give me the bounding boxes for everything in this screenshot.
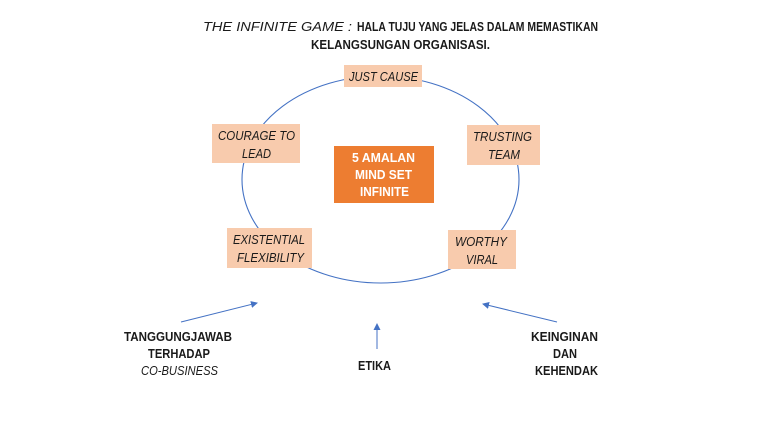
practice-label: COURAGE TO: [218, 129, 295, 143]
center-label: 5 AMALAN: [352, 151, 415, 165]
practice-trusting-team: TRUSTING TEAM: [467, 125, 540, 165]
practice-label: WORTHY: [455, 235, 509, 249]
practice-label: LEAD: [242, 147, 271, 161]
practice-label: TRUSTING: [473, 130, 532, 144]
foundation-right: KEINGINAN DAN KEHENDAK: [531, 330, 598, 378]
practice-just-cause: JUST CAUSE: [344, 65, 422, 87]
title-lead-italic: THE INFINITE GAME :: [203, 20, 352, 34]
foundation-label: CO-BUSINESS: [141, 364, 219, 378]
center-label: MIND SET: [355, 168, 412, 182]
practice-existential-flexibility: EXISTENTIAL FLEXIBILITY: [227, 228, 312, 268]
practice-box: [467, 125, 540, 165]
foundation-label: TANGGUNGJAWAB: [124, 330, 232, 344]
practice-box: [448, 230, 516, 269]
foundation-label: KEHENDAK: [535, 364, 598, 378]
center-box: 5 AMALAN MIND SET INFINITE: [334, 146, 434, 203]
practice-box: [344, 65, 422, 87]
center-box-fill: [334, 146, 434, 203]
foundation-label: TERHADAP: [148, 347, 210, 361]
title-line1: HALA TUJU YANG JELAS DALAM MEMASTIKAN: [357, 20, 598, 34]
foundation-left: TANGGUNGJAWAB TERHADAP CO-BUSINESS: [124, 330, 232, 378]
foundation-middle: ETIKA: [358, 359, 391, 373]
foundation-label: KEINGINAN: [531, 330, 598, 344]
practice-label: TEAM: [488, 148, 521, 162]
practice-label: EXISTENTIAL: [233, 233, 305, 247]
arrow-right: [482, 302, 558, 323]
foundation-label: ETIKA: [358, 359, 391, 373]
foundation-label: DAN: [553, 347, 577, 361]
title: THE INFINITE GAME : HALA TUJU YANG JELAS…: [203, 20, 598, 52]
practice-courage-to-lead: COURAGE TO LEAD: [212, 124, 300, 163]
practice-box: [227, 228, 312, 268]
practice-label: VIRAL: [466, 253, 498, 267]
arrow-left: [180, 301, 258, 323]
title-line2: KELANGSUNGAN ORGANISASI.: [311, 38, 490, 52]
practice-box: [212, 124, 300, 163]
practice-worthy-viral: WORTHY VIRAL: [448, 230, 516, 269]
practice-label: FLEXIBILITY: [237, 251, 306, 265]
practice-label: JUST CAUSE: [348, 70, 418, 84]
center-label: INFINITE: [360, 185, 409, 199]
